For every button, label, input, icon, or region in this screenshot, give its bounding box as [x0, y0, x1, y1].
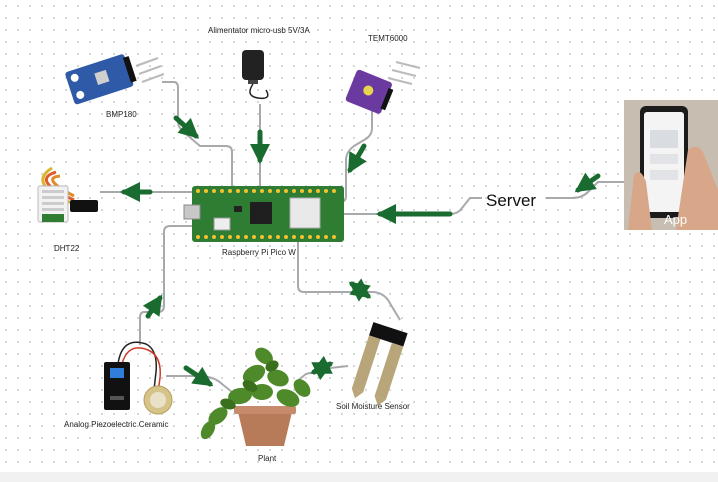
pico-board: [183, 186, 344, 242]
dht-label: DHT22: [54, 244, 80, 253]
soil-moisture-sensor: [351, 322, 408, 406]
wire-bmp: [162, 81, 233, 202]
arrow-plant-soil: [310, 355, 334, 381]
temt6000-sensor: [345, 61, 421, 114]
soil-label: Soil Moisture Sensor: [336, 402, 410, 411]
wifi-module: [289, 197, 321, 229]
wires: [100, 81, 624, 393]
bmp180-sensor: [65, 54, 165, 105]
arrow-soil: [348, 278, 372, 302]
arrow-temt: [347, 143, 367, 174]
piezo-label: Analog Piezoelectric Ceramic: [64, 420, 169, 429]
usb-port: [183, 204, 201, 220]
arrows: [120, 115, 601, 387]
app-label: App: [664, 212, 688, 227]
plant-label: Plant: [258, 454, 277, 463]
boot-button: [213, 217, 231, 231]
piezo-module: [104, 341, 173, 415]
rp2040-chip: [250, 202, 272, 224]
temt-label: TEMT6000: [368, 34, 408, 43]
app-phone: [624, 100, 718, 230]
pico-label: Raspberry Pi Pico W: [222, 248, 296, 257]
wire-piezo: [139, 225, 194, 345]
plant: [200, 347, 311, 446]
bottom-strip: [0, 472, 718, 482]
arrow-piezo-plant: [183, 365, 214, 387]
wire-soil: [297, 228, 401, 321]
power-adapter: [242, 50, 269, 100]
arrow-bmp: [173, 115, 199, 139]
arrow-app-to-server: [574, 172, 601, 193]
dht22-sensor: [37, 166, 98, 223]
server-label: Server: [486, 191, 537, 210]
arrow-piezo-up: [142, 294, 163, 319]
bmp-label: BMP180: [106, 110, 137, 119]
power-label: Alimentator micro-usb 5V/3A: [208, 26, 310, 35]
